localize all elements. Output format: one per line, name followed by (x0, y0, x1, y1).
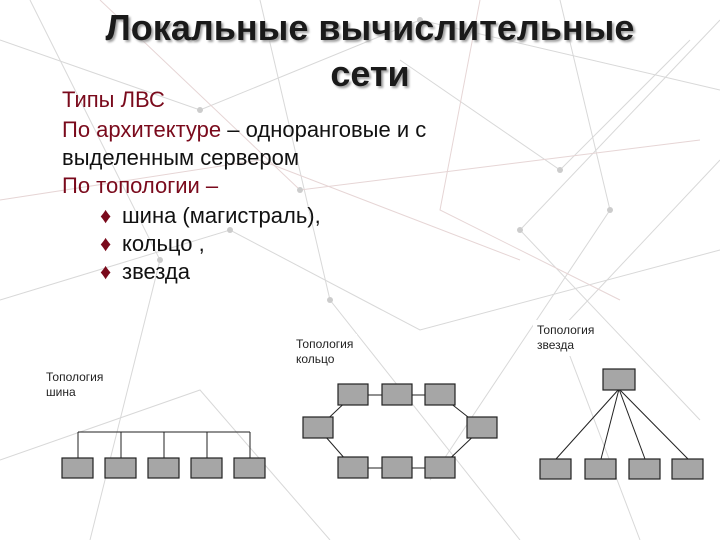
star-topology-caption: Топология звезда (533, 320, 599, 356)
lan-types-heading: Типы ЛВС (62, 87, 165, 112)
slide-title-line-2: сети (330, 53, 410, 94)
slide-title-line-1: Локальные вычислительные (105, 7, 635, 48)
topology-label: По топологии (62, 173, 200, 198)
star-node (628, 458, 661, 480)
caption-line: кольцо (296, 352, 335, 366)
bus-node (147, 457, 180, 479)
topology-item-bus: ♦ шина (магистраль), (100, 203, 321, 229)
star-hub-node (602, 368, 636, 391)
caption-line: звезда (537, 338, 575, 352)
architecture-text: – одноранговые и с (221, 117, 427, 142)
ring-node (381, 456, 413, 479)
bus-node (61, 457, 94, 479)
ring-node (302, 416, 334, 439)
topology-item-ring: ♦ кольцо , (100, 231, 205, 257)
bus-node (190, 457, 223, 479)
diamond-bullet-icon: ♦ (100, 259, 112, 284)
star-link-line (600, 388, 620, 460)
bus-node (104, 457, 137, 479)
caption-line: Топология (296, 337, 354, 351)
ring-node (424, 456, 456, 479)
ring-node (424, 383, 456, 406)
bus-node (233, 457, 266, 479)
architecture-label: По архитектуре (62, 117, 222, 142)
caption-line: Топология (537, 323, 595, 337)
topology-dash: – (199, 173, 219, 198)
topology-item-text: кольцо , (122, 231, 205, 256)
topology-line: По топологии – (62, 173, 218, 199)
ring-node (337, 383, 369, 406)
diamond-bullet-icon: ♦ (100, 231, 112, 256)
star-node (539, 458, 572, 480)
bus-topology-caption: Топология шина (42, 367, 108, 403)
architecture-text-continued: выделенным сервером (62, 145, 300, 170)
topology-item-text: шина (магистраль), (122, 203, 321, 228)
ring-node (381, 383, 413, 406)
diamond-bullet-icon: ♦ (100, 203, 112, 228)
ring-node (466, 416, 498, 439)
caption-line: Топология (46, 370, 104, 384)
architecture-line: По архитектуре – одноранговые и с (62, 117, 426, 143)
star-link-line (618, 388, 646, 460)
caption-line: шина (46, 385, 76, 399)
topology-item-text: звезда (122, 259, 190, 284)
star-link-line (618, 388, 689, 460)
ring-node (337, 456, 369, 479)
star-link-line (555, 388, 620, 460)
star-node (584, 458, 617, 480)
ring-topology-caption: Топология кольцо (292, 334, 358, 370)
topology-item-star: ♦ звезда (100, 259, 190, 285)
star-node (671, 458, 704, 480)
